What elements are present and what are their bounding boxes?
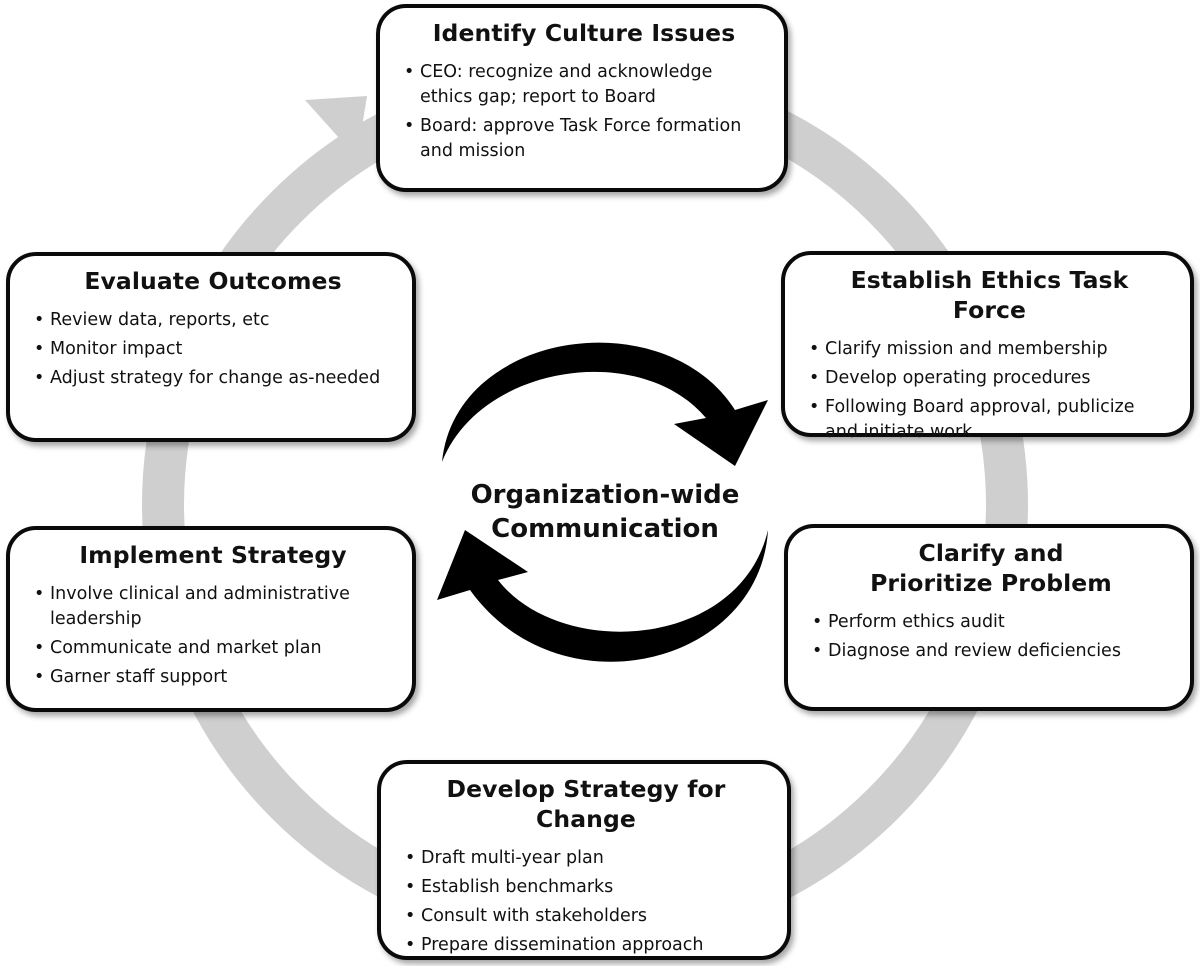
- center-label-line1: Organization-wide: [470, 480, 740, 510]
- stage-title: Clarify and Prioritize Problem: [870, 539, 1112, 597]
- stage-evaluate-outcomes: Evaluate Outcomes Review data, reports, …: [6, 252, 416, 442]
- list-item: Prepare dissemination approach: [405, 933, 761, 958]
- center-arrow-top: [442, 342, 768, 466]
- list-item: Establish benchmarks: [405, 875, 761, 900]
- list-item: Diagnose and review deficiencies: [812, 639, 1164, 664]
- list-item: Draft multi-year plan: [405, 846, 761, 871]
- stage-list: Review data, reports, etc Monitor impact…: [34, 308, 386, 391]
- list-item: Adjust strategy for change as-needed: [34, 366, 386, 391]
- center-label-line2: Communication: [491, 514, 719, 544]
- stage-list: CEO: recognize and acknowledge ethics ga…: [404, 60, 758, 164]
- stage-implement-strategy: Implement Strategy Involve clinical and …: [6, 526, 416, 712]
- stage-develop-strategy-for-change: Develop Strategy for Change Draft multi-…: [377, 760, 791, 960]
- stage-title: Identify Culture Issues: [432, 19, 736, 47]
- list-item: Board: approve Task Force formation and …: [404, 114, 758, 164]
- stage-identify-culture-issues: Identify Culture Issues CEO: recognize a…: [376, 4, 788, 192]
- list-item: Communicate and market plan: [34, 636, 386, 661]
- list-item: Develop operating procedures: [809, 366, 1164, 391]
- stage-list: Involve clinical and administrative lead…: [34, 582, 386, 690]
- list-item: Perform ethics audit: [812, 610, 1164, 635]
- list-item: Following Board approval, publicize and …: [809, 395, 1164, 445]
- list-item: Monitor impact: [34, 337, 386, 362]
- list-item: Clarify mission and membership: [809, 337, 1164, 362]
- stage-list: Clarify mission and membership Develop o…: [809, 337, 1164, 445]
- center-arrow-bottom: [437, 530, 768, 662]
- stage-establish-ethics-task-force: Establish Ethics Task Force Clarify miss…: [781, 251, 1194, 442]
- center-label: Organization-wide Communication: [455, 478, 755, 546]
- stage-title: Develop Strategy for Change: [446, 775, 726, 833]
- list-item: Garner staff support: [34, 665, 386, 690]
- list-item: CEO: recognize and acknowledge ethics ga…: [404, 60, 758, 110]
- stage-title: Implement Strategy: [79, 541, 347, 569]
- stage-title: Establish Ethics Task Force: [850, 266, 1129, 324]
- cycle-ring-arrowhead: [305, 96, 367, 158]
- stage-title: Evaluate Outcomes: [84, 267, 342, 295]
- list-item: Consult with stakeholders: [405, 904, 761, 929]
- stage-clarify-and-prioritize-problem: Clarify and Prioritize Problem Perform e…: [784, 524, 1194, 711]
- stage-list: Draft multi-year plan Establish benchmar…: [405, 846, 761, 958]
- stage-list: Perform ethics audit Diagnose and review…: [812, 610, 1164, 664]
- list-item: Review data, reports, etc: [34, 308, 386, 333]
- list-item: Involve clinical and administrative lead…: [34, 582, 386, 632]
